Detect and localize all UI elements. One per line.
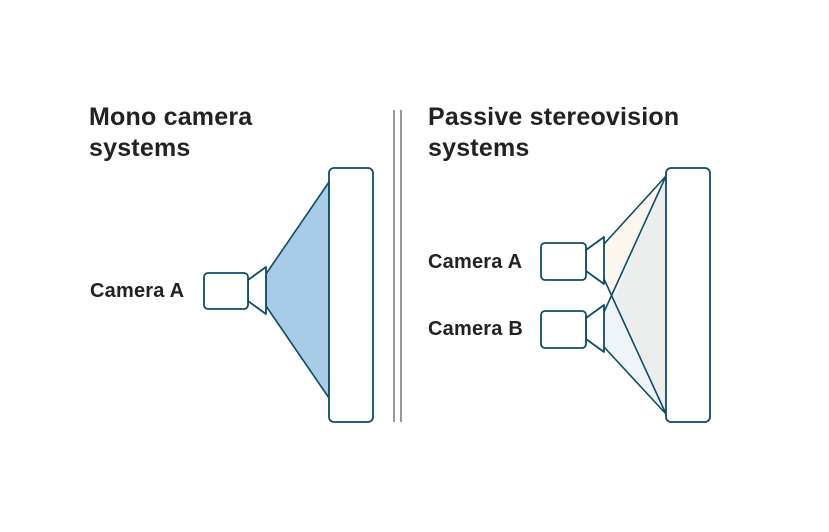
stereo-camera-b-body-icon — [540, 310, 587, 349]
mono-heading-line-2: systems — [89, 134, 191, 162]
mono-camera-system — [203, 167, 374, 423]
stereo-heading-line-1: Passive stereovision — [428, 103, 680, 131]
stereo-camera-a-body-icon — [540, 242, 587, 281]
section-divider — [393, 110, 402, 422]
mono-target-surface — [328, 167, 374, 423]
stereo-camera-system — [540, 167, 711, 423]
stereo-overlap-region — [615, 176, 666, 414]
stereo-field-of-view-rays — [603, 175, 667, 415]
mono-camera-a-label: Camera A — [90, 280, 185, 302]
mono-camera-body-icon — [203, 272, 249, 310]
stereo-heading: Passive stereovision systems — [428, 102, 679, 164]
stereo-camera-b-label: Camera B — [428, 318, 523, 340]
stereo-camera-a-lens-icon — [585, 236, 605, 285]
mono-heading-line-1: Mono camera — [89, 103, 253, 131]
stereo-heading-line-2: systems — [428, 134, 530, 162]
mono-camera-lens-icon — [247, 266, 267, 315]
mono-field-of-view — [265, 181, 330, 399]
mono-heading: Mono camera systems — [89, 102, 252, 164]
stereo-camera-a-label: Camera A — [428, 251, 523, 273]
stereo-camera-b-lens-icon — [585, 304, 605, 353]
stereo-target-surface — [665, 167, 711, 423]
